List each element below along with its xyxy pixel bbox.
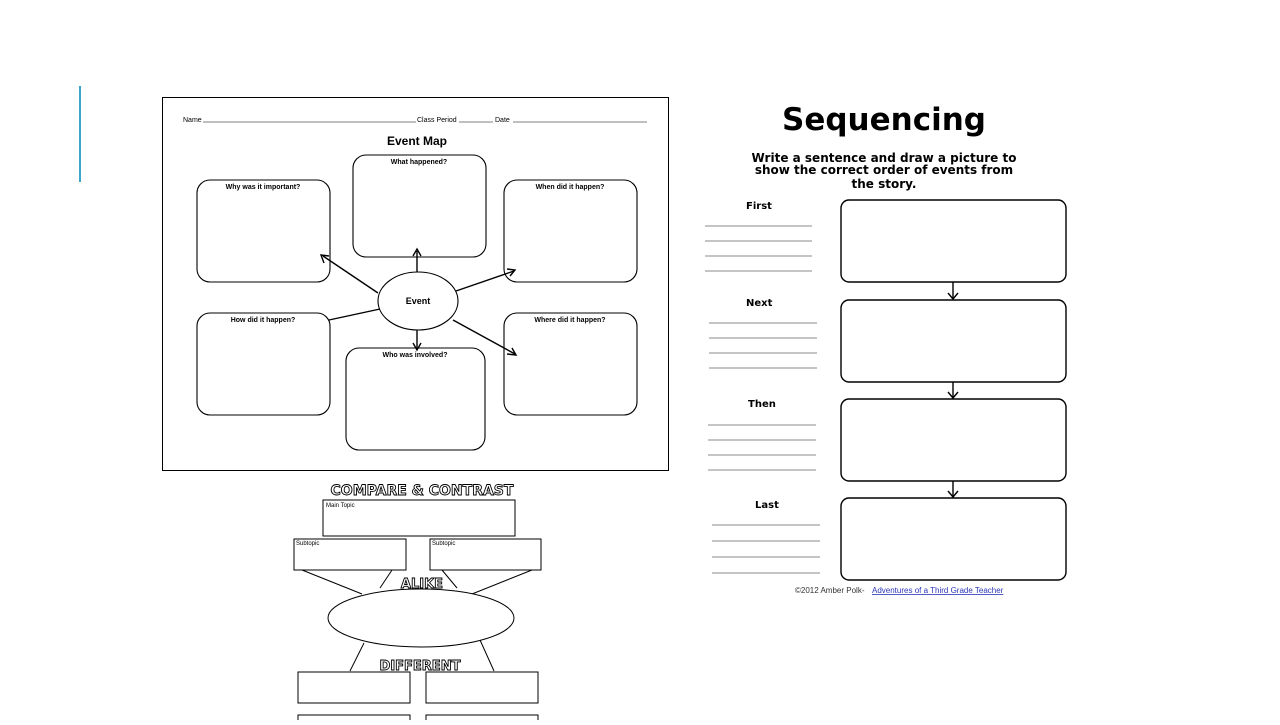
step-next-label: Next [746, 298, 773, 309]
event-center-ellipse [377, 271, 459, 331]
label-who-involved: Who was involved? [383, 352, 448, 359]
different-left-box-2[interactable] [297, 714, 411, 725]
subtopic-right-label: Subtopic [432, 541, 455, 547]
box-what-happened[interactable] [352, 154, 487, 258]
connector-lines [301, 569, 533, 672]
event-map-title: Event Map [387, 134, 447, 148]
step-last-label: Last [755, 500, 779, 511]
main-topic-box[interactable] [322, 499, 516, 537]
name-label: Name [183, 117, 202, 124]
main-topic-label: Main Topic [326, 503, 355, 509]
box-where-happened[interactable] [503, 312, 638, 416]
label-what-happened: What happened? [391, 159, 447, 166]
different-label: DIFFERENT [380, 659, 461, 674]
different-left-box[interactable] [297, 671, 411, 704]
box-how-happened[interactable] [196, 312, 331, 416]
sequencing-graphic: Sequencing Write a sentence and draw a p… [705, 102, 1067, 595]
step-first-box[interactable] [840, 199, 1067, 283]
event-map-worksheet: Name Class Period Date Event Map What ha… [162, 97, 669, 471]
step-last-box[interactable] [840, 497, 1067, 581]
alike-label: ALIKE [401, 577, 443, 592]
step-then-label: Then [748, 399, 776, 410]
sequencing-title: Sequencing [782, 102, 986, 138]
instructions-line-2: show the correct order of events from [755, 163, 1013, 177]
copyright-link[interactable]: Adventures of a Third Grade Teacher [872, 586, 1004, 595]
different-right-box-2[interactable] [425, 714, 539, 725]
sequence-arrows [947, 282, 959, 499]
compare-contrast-worksheet: COMPARE & CONTRAST Main Topic Subtopic S… [292, 478, 544, 725]
compare-contrast-title: COMPARE & CONTRAST [331, 483, 514, 499]
box-why-important[interactable] [196, 179, 331, 283]
label-when-happened: When did it happen? [536, 184, 605, 191]
label-where-happened: Where did it happen? [534, 317, 605, 324]
copyright-text: ©2012 Amber Polk- [795, 586, 865, 595]
step-then-writing-lines [708, 424, 816, 471]
class-period-label: Class Period [417, 117, 457, 124]
subtopic-right-box[interactable] [429, 538, 542, 571]
step-next-box[interactable] [840, 299, 1067, 383]
sequencing-worksheet: Sequencing Write a sentence and draw a p… [700, 95, 1080, 605]
subtopic-left-box[interactable] [293, 538, 407, 571]
event-map-graphic: Name Class Period Date Event Map What ha… [183, 117, 647, 451]
event-center-label: Event [406, 296, 431, 306]
label-how-happened: How did it happen? [231, 317, 296, 324]
subtopic-left-label: Subtopic [296, 541, 319, 547]
different-right-box[interactable] [425, 671, 539, 704]
box-who-involved[interactable] [345, 347, 486, 451]
step-then-box[interactable] [840, 398, 1067, 482]
event-arrows [319, 247, 518, 356]
step-first-label: First [746, 201, 772, 212]
step-next-writing-lines [709, 322, 817, 369]
step-last-writing-lines [712, 524, 820, 574]
compare-contrast-graphic: COMPARE & CONTRAST Main Topic Subtopic S… [293, 483, 542, 725]
label-why-important: Why was it important? [226, 184, 301, 191]
instructions-line-3: the story. [852, 177, 917, 191]
instructions-line-1: Write a sentence and draw a picture to [752, 151, 1017, 165]
step-first-writing-lines [705, 225, 812, 272]
box-when-happened[interactable] [503, 179, 638, 283]
alike-ellipse[interactable] [327, 588, 515, 648]
date-label: Date [495, 117, 510, 124]
slide-accent-bar [79, 86, 81, 182]
